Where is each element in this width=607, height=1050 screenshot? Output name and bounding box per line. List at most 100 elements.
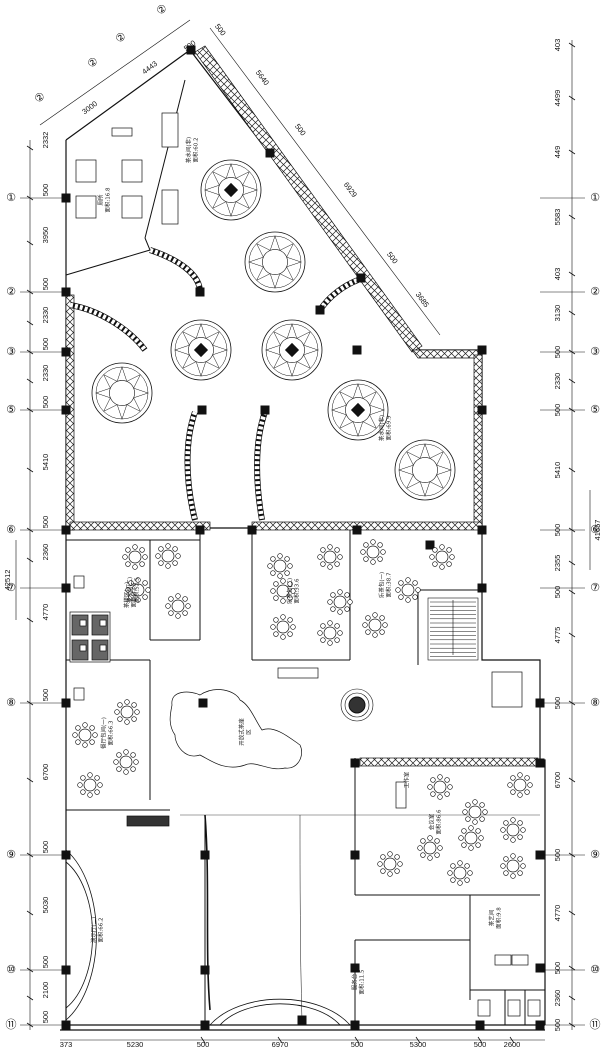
round-table — [317, 544, 343, 570]
room-label-name: 茶水间(二) — [126, 577, 134, 603]
room-label-name: 会议室 — [428, 813, 436, 830]
right-dimension: 2355 — [553, 555, 562, 572]
round-table — [500, 853, 526, 879]
room-label-area: 面积:38.7 — [386, 572, 393, 598]
row-axis-bubble-left: ⑧ — [6, 696, 16, 709]
round-table — [447, 860, 473, 886]
round-table — [125, 577, 151, 603]
round-table — [395, 577, 421, 603]
left-dimension: 2360 — [41, 544, 50, 561]
left-dimension: 500 — [41, 278, 50, 291]
structural-column — [265, 148, 275, 158]
structural-column — [475, 1020, 485, 1030]
bottom-dimension: 373 — [60, 1040, 73, 1049]
structural-column — [200, 850, 210, 860]
left-dimension: 3950 — [41, 227, 50, 244]
left-dimension: 500 — [41, 689, 50, 702]
room-label-area: 面积:11.5 — [359, 969, 366, 995]
left-total-dimension: 42512 — [3, 570, 12, 591]
right-dimension: 3130 — [553, 305, 562, 322]
room-label-name: 茶水间(非) — [185, 137, 193, 163]
structural-column — [186, 45, 196, 55]
room-label-name: 茶水间(非) — [378, 415, 386, 441]
structural-column — [198, 698, 208, 708]
left-dimension: 500 — [41, 516, 50, 529]
pavilion-seat — [91, 362, 153, 424]
row-axis-bubble-left: ③ — [6, 345, 16, 358]
dimension-lines: 2332500395050023305002330500541050023604… — [3, 19, 602, 1049]
round-table — [327, 589, 353, 615]
structural-column — [477, 525, 487, 535]
structural-column — [197, 405, 207, 415]
diagonal-dimension: 6929 — [342, 180, 359, 199]
structural-column — [195, 525, 205, 535]
row-axis-bubble-right: ⑨ — [590, 848, 600, 861]
round-table — [72, 722, 98, 748]
row-axis-bubble-left: ① — [6, 191, 16, 204]
structural-column — [352, 525, 362, 535]
left-dimension: 500 — [41, 956, 50, 969]
room-label-area: 面积:60.2 — [193, 137, 200, 162]
structural-column — [535, 758, 545, 768]
column-axis-bubble: ② — [113, 29, 129, 45]
right-dimension: 403 — [553, 39, 562, 52]
bottom-dimension: 6970 — [272, 1040, 289, 1049]
round-table — [113, 749, 139, 775]
right-dimension: 5410 — [553, 462, 562, 479]
round-table — [114, 699, 140, 725]
row-axis-bubble-right: ⑩ — [590, 963, 600, 976]
column-axis-bubble: ② — [32, 89, 48, 105]
room-label-area: 面积:66.3 — [108, 720, 115, 746]
round-table — [500, 817, 526, 843]
round-table — [507, 772, 533, 798]
left-dimension: 2100 — [41, 982, 50, 999]
structural-column — [356, 273, 366, 283]
right-dimension: 4775 — [553, 627, 562, 644]
toilet-block — [69, 575, 541, 1017]
round-table — [77, 772, 103, 798]
room-label-name: 茶楼区(一) — [123, 582, 131, 608]
left-dimension: 2332 — [41, 132, 50, 149]
round-table — [360, 539, 386, 565]
right-dimension: 500 — [553, 962, 562, 975]
pavilion-seat — [327, 379, 389, 441]
right-dimension: 4770 — [553, 905, 562, 922]
structural-column — [247, 525, 257, 535]
diagonal-dimension: 500 — [385, 250, 400, 265]
structural-column — [477, 345, 487, 355]
right-dimension: 500 — [553, 586, 562, 599]
bottom-dimension: 5300 — [410, 1040, 427, 1049]
row-axis-bubble-left: ⑩ — [6, 963, 16, 976]
structural-column — [350, 850, 360, 860]
row-axis-bubble-right: ③ — [590, 345, 600, 358]
row-axis-bubble-left: ⑥ — [6, 523, 16, 536]
round-table — [317, 620, 343, 646]
diagonal-dimension: 500 — [293, 122, 308, 137]
bottom-dimension: 500 — [474, 1040, 487, 1049]
right-dimension: 2330 — [553, 373, 562, 390]
right-dimension: 449 — [553, 146, 562, 159]
room-label-name: 服务台 — [351, 973, 359, 990]
structural-column — [350, 1020, 360, 1030]
round-table — [429, 544, 455, 570]
room-label-name: 茶艺间 — [488, 910, 496, 927]
structural-column — [535, 963, 545, 973]
row-axis-bubble-right: ① — [590, 191, 600, 204]
row-axis-bubble-right: ⑪ — [590, 1018, 601, 1031]
column-axis-bubble: ② — [85, 54, 101, 70]
bottom-dimension: 2600 — [504, 1040, 521, 1049]
structural-column — [297, 1015, 307, 1025]
room-label-area: 面积:52.5 — [134, 577, 141, 603]
room-label-name: 乐茶包(二) — [286, 578, 294, 604]
left-dimension: 6700 — [41, 764, 50, 781]
pavilion-seat — [170, 319, 232, 381]
room-label-area: 面积:9.8 — [496, 907, 503, 929]
room-label-name: 演示厅(二) — [90, 917, 98, 943]
staircase — [427, 597, 479, 661]
structural-column — [200, 965, 210, 975]
diagonal-dimension: 3685 — [414, 290, 431, 309]
room-labels: 厕所面积:16.8茶水间(非)面积:60.2茶水间(非)面积:69.9茶水间(二… — [90, 137, 503, 995]
pavilion-seat — [244, 231, 306, 293]
pavilion-seat — [261, 319, 323, 381]
structural-column — [200, 1020, 210, 1030]
